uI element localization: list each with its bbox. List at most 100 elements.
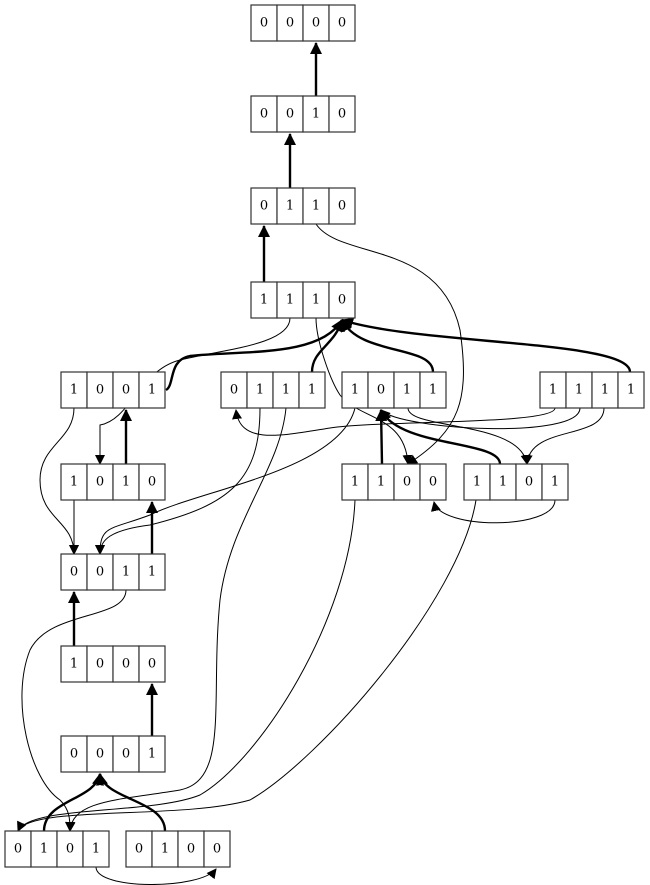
bit-value: 1 <box>256 383 264 398</box>
bit-cell <box>246 371 274 409</box>
bit-value: 0 <box>286 107 294 122</box>
bit-value: 1 <box>122 565 130 580</box>
bit-value: 0 <box>122 657 130 672</box>
bit-value: 0 <box>135 842 143 857</box>
bit-cell <box>112 553 140 591</box>
bit-value: 0 <box>338 107 346 122</box>
bit-cell <box>138 371 166 409</box>
bit-cell <box>541 463 569 501</box>
bit-value: 0 <box>338 293 346 308</box>
bit-cell <box>138 645 166 683</box>
bit-cell <box>341 371 369 409</box>
edge-l-to-o <box>21 589 127 832</box>
edge-p-to-n <box>96 773 167 832</box>
bit-cell <box>328 95 356 133</box>
bit-value: 1 <box>549 383 557 398</box>
bit-value: 0 <box>70 747 78 762</box>
bit-cell <box>515 463 543 501</box>
bit-cell <box>220 371 248 409</box>
bit-value: 1 <box>601 383 609 398</box>
bit-cell <box>125 830 153 868</box>
bit-value: 0 <box>122 747 130 762</box>
bit-cell <box>86 553 114 591</box>
bit-value: 0 <box>377 383 385 398</box>
bit-value: 0 <box>96 657 104 672</box>
bit-value: 1 <box>429 383 437 398</box>
bit-value: 1 <box>161 842 169 857</box>
bit-value: 1 <box>627 383 635 398</box>
bit-cell <box>276 95 304 133</box>
bit-value: 0 <box>230 383 238 398</box>
bit-cell <box>393 463 421 501</box>
edge-k-to-g <box>379 409 502 465</box>
bit-value: 1 <box>312 199 320 214</box>
bit-value: 1 <box>308 383 316 398</box>
edge-g-to-d <box>340 319 435 373</box>
edge-d-to-i <box>95 317 291 465</box>
edge-e-to-d <box>165 319 344 392</box>
edge-e-to-l <box>39 407 79 555</box>
bit-value: 1 <box>286 199 294 214</box>
bit-cell <box>82 830 110 868</box>
bit-value: 0 <box>66 842 74 857</box>
bit-value: 1 <box>312 293 320 308</box>
bit-value: 1 <box>70 383 78 398</box>
bit-cell <box>4 830 32 868</box>
bit-cell <box>302 95 330 133</box>
bit-cell <box>138 463 166 501</box>
bit-cell <box>565 371 593 409</box>
bit-value: 1 <box>260 293 268 308</box>
bit-value: 1 <box>148 747 156 762</box>
bit-cell <box>463 463 491 501</box>
bit-cell <box>302 187 330 225</box>
edge-j-to-o <box>17 499 356 832</box>
bit-cell <box>138 553 166 591</box>
bit-cell <box>298 371 326 409</box>
bit-cell <box>112 735 140 773</box>
bit-cell <box>86 371 114 409</box>
bit-value: 0 <box>187 842 195 857</box>
bit-cell <box>393 371 421 409</box>
bit-cell <box>203 830 231 868</box>
bit-value: 1 <box>148 565 156 580</box>
bit-value: 1 <box>351 475 359 490</box>
bit-value: 0 <box>312 16 320 31</box>
bit-value: 0 <box>260 199 268 214</box>
bit-value: 1 <box>473 475 481 490</box>
edge-k-to-j <box>431 499 556 524</box>
bit-value: 1 <box>312 107 320 122</box>
bit-value: 0 <box>148 657 156 672</box>
edge-h-to-g <box>380 407 581 430</box>
bit-value: 1 <box>40 842 48 857</box>
edge-h-to-f <box>232 407 556 436</box>
bit-value: 0 <box>286 16 294 31</box>
bit-cell <box>60 371 88 409</box>
edge-j-to-g <box>375 409 388 465</box>
bit-value: 0 <box>429 475 437 490</box>
bit-value: 0 <box>96 383 104 398</box>
bit-value: 1 <box>403 383 411 398</box>
bit-cell <box>419 371 447 409</box>
bit-value: 0 <box>96 565 104 580</box>
bit-value: 0 <box>525 475 533 490</box>
edge-o-to-p <box>95 866 217 885</box>
bit-cell <box>419 463 447 501</box>
bit-value: 0 <box>96 747 104 762</box>
bit-value: 0 <box>260 16 268 31</box>
bit-cell <box>250 95 278 133</box>
bit-value: 0 <box>14 842 22 857</box>
bit-value: 1 <box>92 842 100 857</box>
edge-d-to-j <box>315 317 413 465</box>
edge-f-to-l <box>95 407 261 555</box>
bit-cell <box>56 830 84 868</box>
